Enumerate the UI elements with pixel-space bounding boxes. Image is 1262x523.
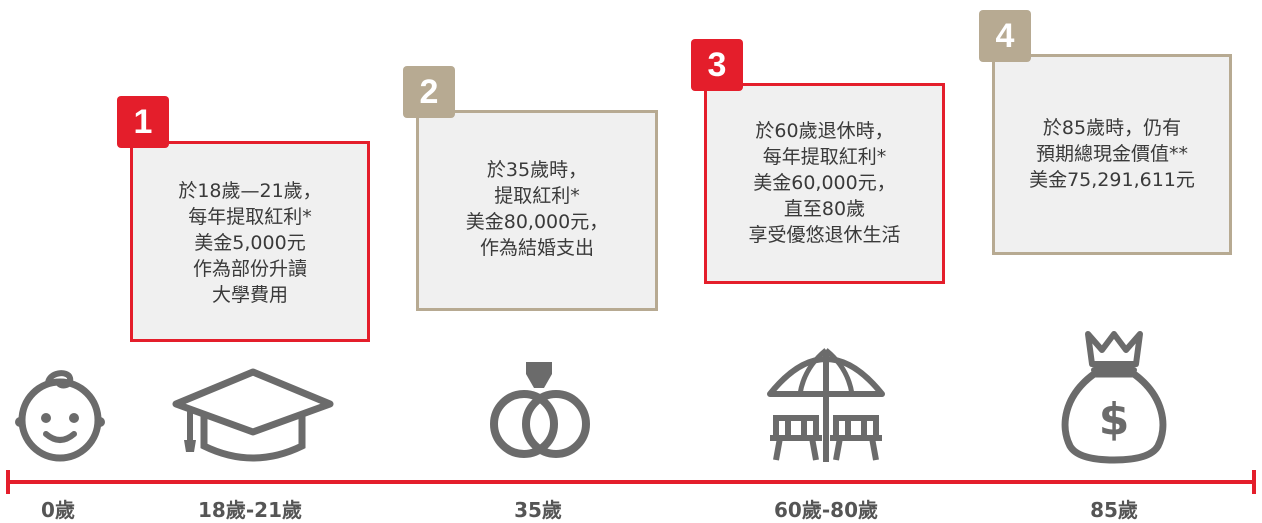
milestone-3-line-2: 每年提取紅利* <box>762 146 887 168</box>
milestone-1-line-2: 每年提取紅利* <box>188 206 312 228</box>
milestone-3-line-3: 美金60,000元， <box>753 172 896 194</box>
age-label-1: 18歲-21歲 <box>198 498 302 522</box>
beach-umbrella-chairs-icon <box>767 348 885 462</box>
milestone-4-line-1: 於85歲時，仍有 <box>1042 117 1182 139</box>
milestone-badge-4: 4 <box>979 10 1031 62</box>
wedding-rings-icon <box>490 362 590 458</box>
money-bag-icon: $ <box>1061 331 1167 464</box>
milestone-1-line-1: 於18歲—21歲， <box>178 180 322 202</box>
milestone-badge-3: 3 <box>691 39 743 91</box>
milestone-3-line-5: 享受優悠退休生活 <box>748 224 901 246</box>
age-label-start: 0歲 <box>41 498 75 522</box>
milestone-2-line-2: 提取紅利* <box>494 185 580 207</box>
milestone-2-line-4: 作為結婚支出 <box>479 237 594 259</box>
milestone-box-1: 於18歲—21歲， 每年提取紅利* 美金5,000元 作為部份升讀 大學費用 <box>130 141 370 342</box>
milestone-1-line-5: 大學費用 <box>211 284 288 306</box>
milestone-1-line-3: 美金5,000元 <box>194 232 306 254</box>
svg-text:$: $ <box>1099 394 1130 445</box>
age-label-4: 85歲 <box>1090 498 1138 522</box>
milestone-4-line-3: 美金75,291,611元 <box>1029 169 1195 191</box>
milestone-box-2: 於35歲時， 提取紅利* 美金80,000元， 作為結婚支出 <box>416 110 658 311</box>
age-label-3: 60歲-80歲 <box>774 498 878 522</box>
baby-face-icon <box>15 370 105 462</box>
milestone-1-line-4: 作為部份升讀 <box>192 258 307 280</box>
milestone-badge-2: 2 <box>403 66 455 118</box>
timeline-axis <box>6 470 1256 494</box>
milestone-2-line-1: 於35歲時， <box>486 159 588 181</box>
milestone-2-line-3: 美金80,000元， <box>465 211 609 233</box>
age-label-2: 35歲 <box>514 498 562 522</box>
milestone-badge-1: 1 <box>117 96 169 148</box>
milestone-3-line-4: 直至80歲 <box>783 198 866 220</box>
milestone-3-line-1: 於60歲退休時， <box>755 120 894 142</box>
milestone-box-3: 於60歲退休時， 每年提取紅利* 美金60,000元， 直至80歲 享受優悠退休… <box>704 83 945 284</box>
milestone-4-line-2: 預期總現金價值** <box>1035 143 1188 165</box>
milestone-box-4: 於85歲時，仍有 預期總現金價值** 美金75,291,611元 <box>992 54 1232 255</box>
graduation-cap-icon <box>172 368 334 462</box>
